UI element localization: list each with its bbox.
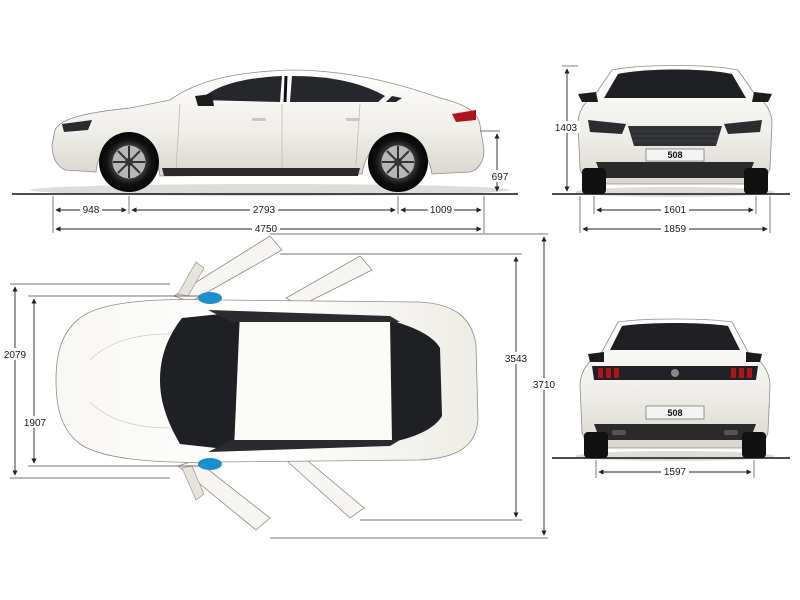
top-roof <box>236 314 394 448</box>
dim-doors-open-length: 3543 <box>505 354 528 365</box>
front-mirror-left <box>578 92 598 102</box>
front-headlight-left <box>588 120 626 134</box>
top-mirror-left <box>198 292 222 304</box>
side-mirror <box>195 94 214 106</box>
dim-height: 1403 <box>555 123 578 134</box>
dim-doors-open-width: 3710 <box>533 380 556 391</box>
rear-taillight-right <box>731 368 752 378</box>
rear-tire-right <box>742 432 766 458</box>
dim-front-track: 1601 <box>664 205 687 216</box>
rear-logo <box>671 369 679 377</box>
dim-width-with-mirrors: 2079 <box>4 350 27 361</box>
side-rear-wheel <box>368 132 428 192</box>
dim-rear-overhang: 1009 <box>430 205 453 216</box>
front-headlight-right <box>724 120 762 134</box>
rear-taillight-left <box>598 368 619 378</box>
side-window-front <box>200 76 282 102</box>
rear-mirror-left <box>588 352 604 362</box>
top-door-front-right-open <box>177 459 271 531</box>
top-mirror-right <box>198 458 222 470</box>
top-view: 2079 1907 3543 3710 <box>2 233 558 539</box>
rear-view: 508 1597 <box>552 318 790 478</box>
side-view: 948 2793 1009 4750 697 <box>12 69 518 235</box>
rear-mirror-right <box>746 352 762 362</box>
side-headlight <box>62 120 92 132</box>
top-windshield <box>160 312 240 450</box>
front-windshield <box>604 69 746 98</box>
dim-overall-length: 4750 <box>255 224 278 235</box>
dim-ground-clearance: 697 <box>492 172 509 183</box>
dim-rear-track: 1597 <box>664 467 687 478</box>
front-tire-right <box>744 168 768 194</box>
side-taillight <box>452 110 476 122</box>
top-rear-window <box>390 320 442 442</box>
side-front-wheel <box>99 132 159 192</box>
dim-width-inner: 1907 <box>24 418 47 429</box>
dim-front-overhang: 948 <box>83 205 100 216</box>
side-window-rear <box>290 76 385 102</box>
front-view: 508 1403 1601 1859 <box>552 65 790 235</box>
top-door-rear-right-open <box>287 455 365 519</box>
top-door-front-left-open <box>173 235 283 303</box>
dim-width-body: 1859 <box>664 224 687 235</box>
dim-wheelbase: 2793 <box>253 205 276 216</box>
front-plate: 508 <box>667 150 682 160</box>
rear-tire-left <box>584 432 608 458</box>
rear-plate: 508 <box>667 408 682 418</box>
front-tire-left <box>582 168 606 194</box>
top-door-rear-left-open <box>285 255 373 307</box>
rear-window <box>610 323 740 350</box>
front-mirror-right <box>752 92 772 102</box>
